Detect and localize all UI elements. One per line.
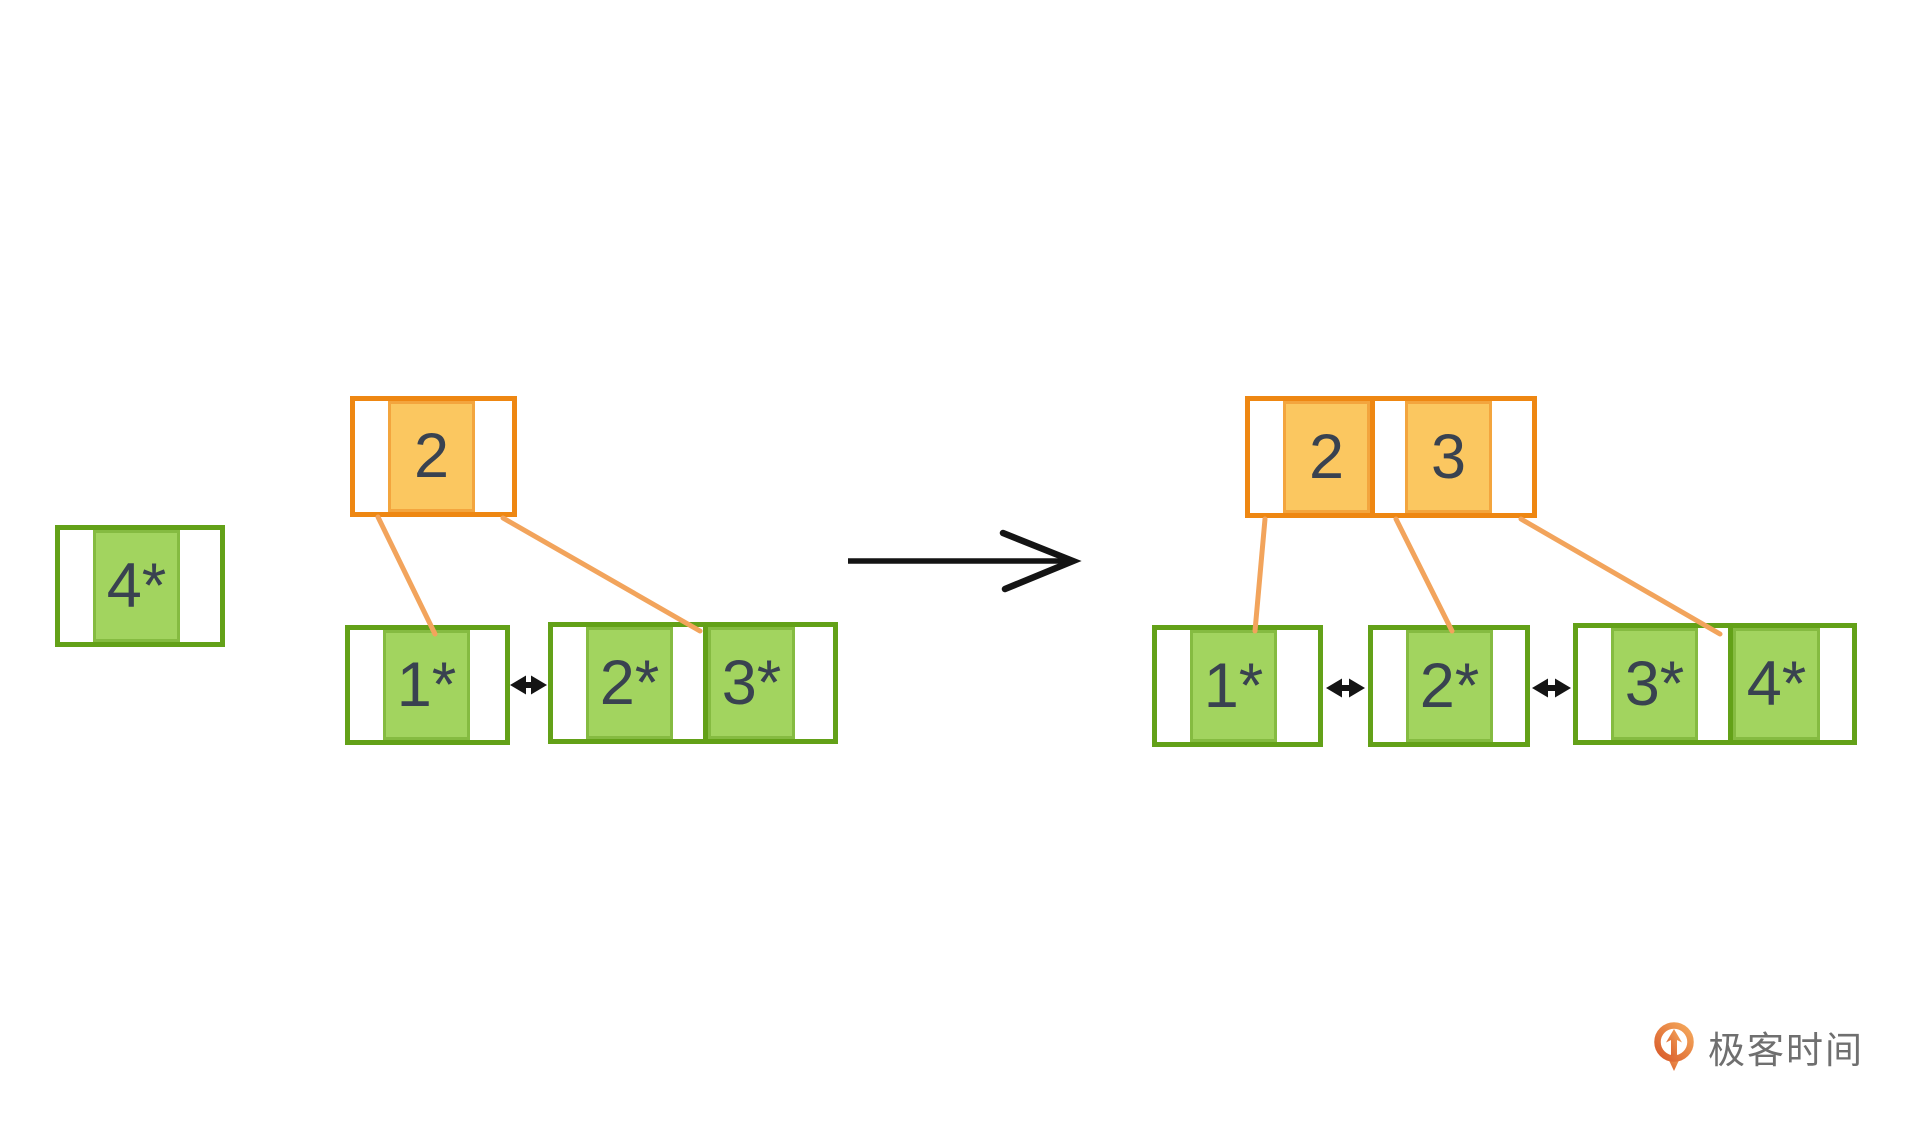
- before-leaf-page-2: 2* 3*: [548, 622, 838, 744]
- record-cell: 1*: [1190, 630, 1277, 742]
- page-free-slot: [1277, 630, 1318, 742]
- pointer-line-before-right: [500, 515, 703, 634]
- page-free-slot: [475, 401, 512, 512]
- page-free-slot: [673, 627, 703, 739]
- page-free-slot: [470, 630, 505, 740]
- geektime-logo-icon: [1654, 1022, 1694, 1071]
- page-free-slot: [1493, 630, 1525, 742]
- arrowhead-left: [1532, 678, 1548, 698]
- page-free-slot: [355, 401, 388, 512]
- transition-arrow: [848, 529, 1082, 593]
- arrowhead-open: [999, 529, 1082, 593]
- pointer-line-after-middle: [1393, 516, 1455, 634]
- before-root-index-page: 2: [350, 396, 517, 517]
- after-leaf-page-2: 2*: [1368, 625, 1530, 747]
- page-free-slot: [1375, 401, 1405, 513]
- page-free-slot: [1820, 628, 1852, 740]
- key-cell: 3: [1405, 401, 1492, 513]
- after-root-index-page: 2 3: [1245, 396, 1537, 518]
- page-free-slot: [1698, 628, 1728, 740]
- sibling-link-arrow-before: [510, 675, 547, 695]
- page-divider: [703, 627, 708, 739]
- key-cell: 2: [388, 401, 475, 512]
- brand-logo-text: 极客时间: [1708, 1030, 1864, 1071]
- record-cell: 3*: [708, 627, 795, 739]
- pointer-line-after-right: [1518, 516, 1723, 637]
- page-divider: [1370, 401, 1375, 513]
- record-cell: 4*: [1733, 628, 1820, 740]
- pointer-line-after-left: [1252, 516, 1268, 634]
- brand-logo: 极客时间: [1652, 1020, 1864, 1074]
- arrowhead-right: [1555, 678, 1571, 698]
- page-free-slot: [553, 627, 586, 739]
- page-free-slot: [1373, 630, 1406, 742]
- pointer-line-before-left: [375, 514, 438, 637]
- page-free-slot: [350, 630, 383, 740]
- page-free-slot: [1250, 401, 1283, 513]
- after-leaf-page-3: 3* 4*: [1573, 623, 1857, 745]
- before-leaf-page-1: 1*: [345, 625, 510, 745]
- key-cell: 2: [1283, 401, 1370, 513]
- page-free-slot: [1578, 628, 1611, 740]
- record-cell: 2*: [586, 627, 673, 739]
- after-leaf-page-1: 1*: [1152, 625, 1323, 747]
- standalone-leaf-page: 4*: [55, 525, 225, 647]
- logo-up-arrow: [1666, 1029, 1682, 1056]
- sibling-link-arrow-after-2: [1532, 678, 1571, 698]
- page-free-slot: [60, 530, 93, 642]
- page-free-slot: [180, 530, 220, 642]
- page-divider: [1728, 628, 1733, 740]
- arrowhead-left: [510, 675, 526, 695]
- record-cell: 2*: [1406, 630, 1493, 742]
- record-cell: 3*: [1611, 628, 1698, 740]
- record-cell: 4*: [93, 530, 180, 642]
- page-free-slot: [795, 627, 833, 739]
- record-cell: 1*: [383, 630, 470, 740]
- arrowhead-right: [1349, 678, 1365, 698]
- sibling-link-arrow-after-1: [1326, 678, 1365, 698]
- page-free-slot: [1492, 401, 1532, 513]
- page-free-slot: [1157, 630, 1190, 742]
- arrowhead-right: [531, 675, 547, 695]
- arrowhead-left: [1326, 678, 1342, 698]
